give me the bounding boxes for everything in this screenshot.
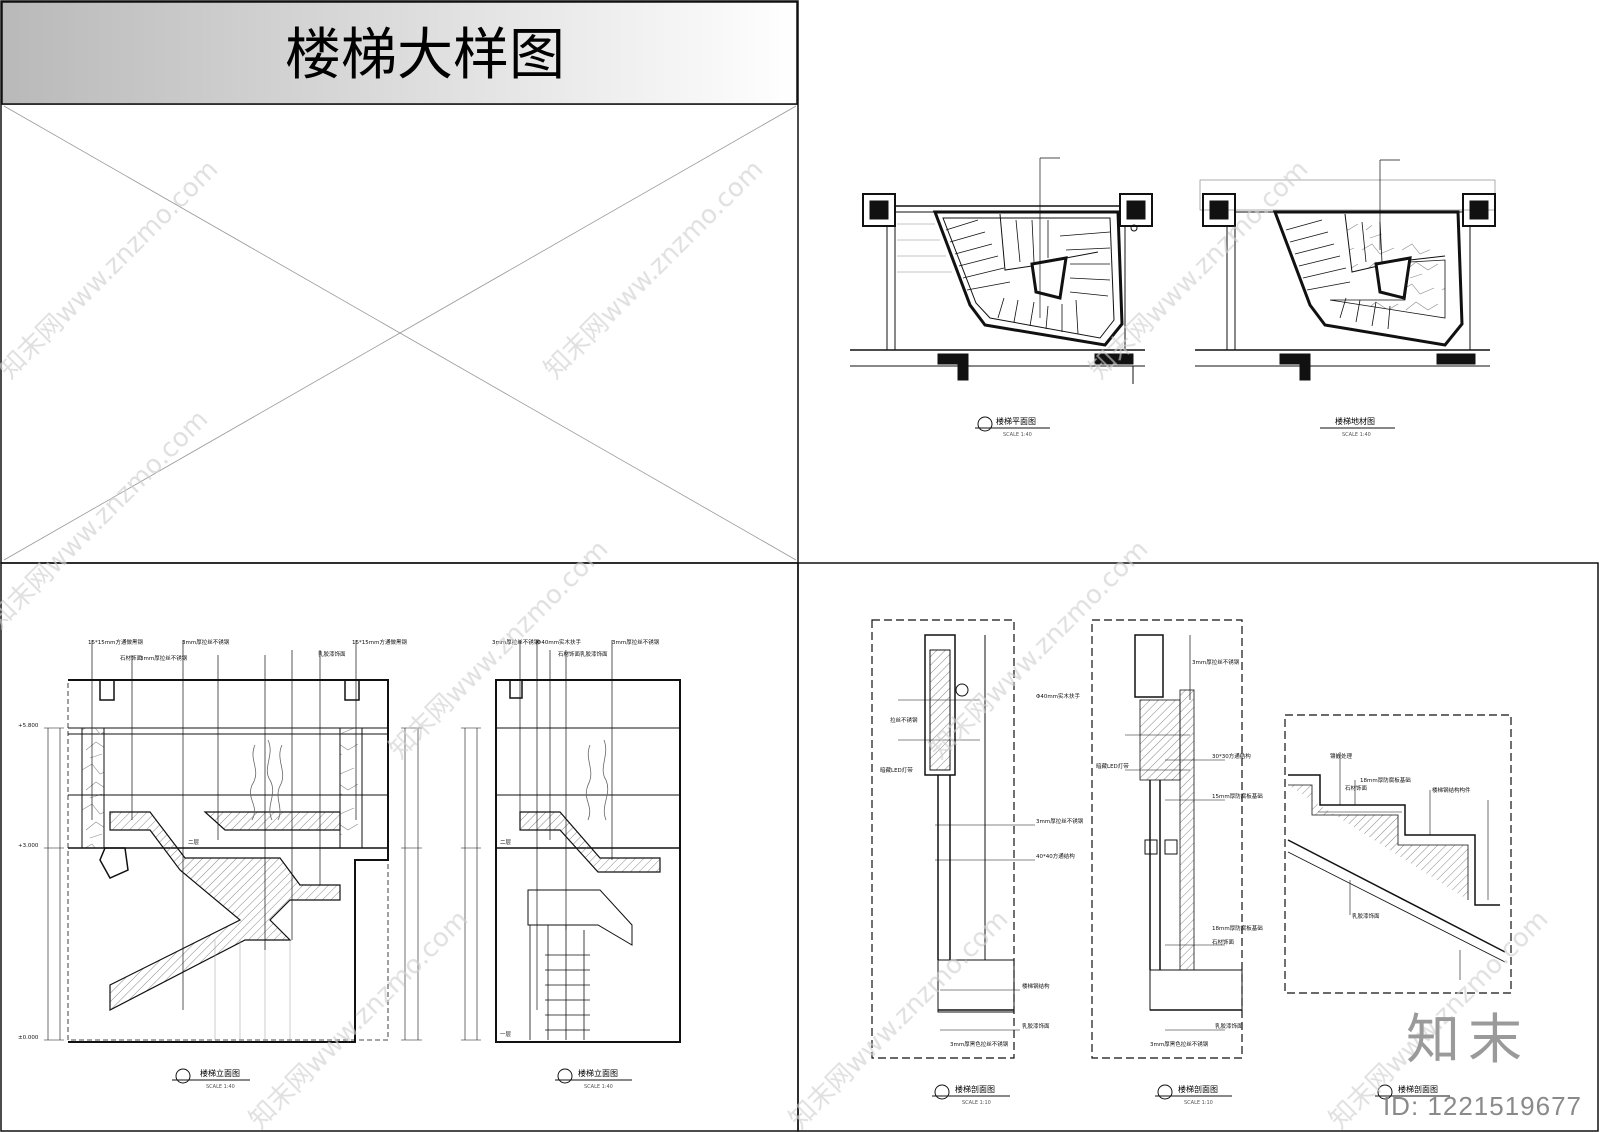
section-c-caption: 楼梯剖面图 [1375,1084,1450,1100]
floor-plan-caption: 楼梯地材图 SCALE 1:40 [1320,416,1395,438]
sec-a-callout-5: 40*40方通结构 [1036,852,1075,860]
elev-b-callout-3: 石材饰面 [558,650,581,658]
plan-caption-text: 楼梯平面图 [996,416,1036,426]
elev-a-level-2: +3.000 [18,843,39,849]
sheet-title: 楼梯大样图 [285,23,565,88]
elevation-b-labels: 3mm厚拉丝不锈钢 Φ40mm实木扶手 石材饰面 乳胶漆饰面 3mm厚拉丝不锈钢… [492,638,660,1038]
sec-a-callout-2: 拉丝不锈钢 [890,716,918,724]
section-b [1091,619,1243,1059]
sec-a-callout-8: 3mm厚黑色拉丝不锈钢 [950,1040,1009,1048]
sec-a-callout-7: 乳胶漆饰面 [1022,1022,1050,1030]
elev-a-callout-1: 15*15mm方通做黑钢 [88,638,143,646]
watermark-2: 知末网www.znzmo.com [539,154,770,385]
plan-scale-text: SCALE 1:40 [1003,432,1032,438]
watermark-5: 知末网www.znzmo.com [384,534,615,765]
floor-plan-scale-text: SCALE 1:40 [1342,432,1371,438]
watermarks: 知末网www.znzmo.com 知末网www.znzmo.com 知末网www… [0,154,1554,1132]
sec-a-callout-3: 暗藏LED灯带 [880,766,913,774]
stair-plan [850,157,1153,384]
elevation-a [44,640,422,1043]
elev-a-callout-6: 15*15mm方通做黑钢 [352,638,407,646]
section-b-labels: 3mm厚拉丝不锈钢 暗藏LED灯带 30*30方通结构 15mm厚防腐板基础 石… [1096,658,1263,1048]
elev-b-callout-4: 乳胶漆饰面 [580,650,608,658]
elev-b-floor-1: 二层 [500,839,512,846]
watermark-4: 知末网www.znzmo.com [0,404,214,635]
empty-panel-cross [3,105,797,561]
sec-c-callout-1: 镶嵌处理 [1330,752,1353,760]
elev-b-floor-2: 一层 [500,1031,512,1038]
section-b-caption: 楼梯剖面图 SCALE 1:10 [1155,1084,1232,1106]
elev-b-caption-text: 楼梯立面图 [578,1068,618,1078]
elev-a-scale-text: SCALE 1:40 [206,1084,235,1090]
elev-a-callout-4: 3mm厚拉丝不锈钢 [182,638,230,646]
elevation-a-labels: 15*15mm方通做黑钢 3mm厚拉丝不锈钢 石材饰面 3mm厚拉丝不锈钢 乳胶… [18,638,407,1041]
sec-c-caption-text: 楼梯剖面图 [1398,1084,1438,1094]
sec-b-callout-8: 3mm厚黑色拉丝不锈钢 [1150,1040,1209,1048]
title-block: 楼梯大样图 [1,1,798,105]
sec-b-callout-5: 石材饰面 [1212,938,1235,946]
sec-b-caption-text: 楼梯剖面图 [1178,1084,1218,1094]
sec-b-callout-7: 乳胶漆饰面 [1215,1022,1243,1030]
elev-a-caption-text: 楼梯立面图 [200,1068,240,1078]
floor-plan-treads [1285,219,1391,330]
sec-b-callout-6: 18mm厚防腐板基础 [1212,924,1263,932]
elevation-a-caption: 楼梯立面图 SCALE 1:40 [172,1068,250,1090]
watermark-8: 知末网www.znzmo.com [784,904,1015,1132]
sec-a-callout-6: 楼梯钢结构 [1022,982,1050,990]
plan-caption: 楼梯平面图 SCALE 1:40 [975,416,1050,438]
elev-a-floor: 二层 [188,839,200,846]
sec-b-callout-3: 30*30方通结构 [1212,752,1251,760]
elev-a-callout-3: 石材饰面 [120,654,143,662]
stair-floor-plan [1195,159,1496,381]
sec-b-callout-4: 15mm厚防腐板基础 [1212,792,1263,800]
floor-plan-caption-text: 楼梯地材图 [1335,416,1375,426]
sec-b-scale-text: SCALE 1:10 [1184,1100,1213,1106]
sec-b-callout-2: 暗藏LED灯带 [1096,762,1129,770]
section-c [1284,714,1512,994]
sec-a-scale-text: SCALE 1:10 [962,1100,991,1106]
elevation-b-caption: 楼梯立面图 SCALE 1:40 [555,1068,632,1090]
sec-a-callout-1: Φ40mm实木扶手 [1036,692,1081,700]
sec-c-callout-2: 石材饰面 [1345,784,1368,792]
sec-a-callout-4: 3mm厚拉丝不锈钢 [1036,817,1084,825]
sec-b-callout-1: 3mm厚拉丝不锈钢 [1192,658,1240,666]
section-a-caption: 楼梯剖面图 SCALE 1:10 [932,1084,1010,1106]
elev-a-level-3: ±0.000 [18,1035,39,1041]
elev-b-callout-1: 3mm厚拉丝不锈钢 [492,638,540,646]
elev-a-level-1: +5.800 [18,723,39,729]
elev-b-callout-5: 3mm厚拉丝不锈钢 [612,638,660,646]
section-c-labels: 镶嵌处理 石材饰面 18mm厚防腐板基础 楼梯钢结构构件 乳胶漆饰面 [1330,752,1471,920]
sec-c-callout-4: 楼梯钢结构构件 [1432,786,1471,794]
elev-b-scale-text: SCALE 1:40 [584,1084,613,1090]
elev-b-callout-2: Φ40mm实木扶手 [537,638,582,646]
sec-c-callout-5: 乳胶漆饰面 [1352,912,1380,920]
brand-logo: 知末 [1406,1008,1530,1071]
plan-treads [945,219,1111,335]
elev-a-callout-2: 3mm厚拉丝不锈钢 [140,654,188,662]
elev-a-callout-5: 乳胶漆饰面 [318,650,346,658]
sec-a-caption-text: 楼梯剖面图 [955,1084,995,1094]
watermark-6: 知末网www.znzmo.com [924,534,1155,765]
section-a [871,619,1035,1059]
section-a-labels: Φ40mm实木扶手 拉丝不锈钢 暗藏LED灯带 3mm厚拉丝不锈钢 40*40方… [880,692,1084,1048]
elevation-b [461,640,681,1043]
sec-c-callout-3: 18mm厚防腐板基础 [1360,776,1411,784]
watermark-1: 知末网www.znzmo.com [0,154,224,385]
id-label: ID: 1221519677 [1382,1091,1582,1121]
